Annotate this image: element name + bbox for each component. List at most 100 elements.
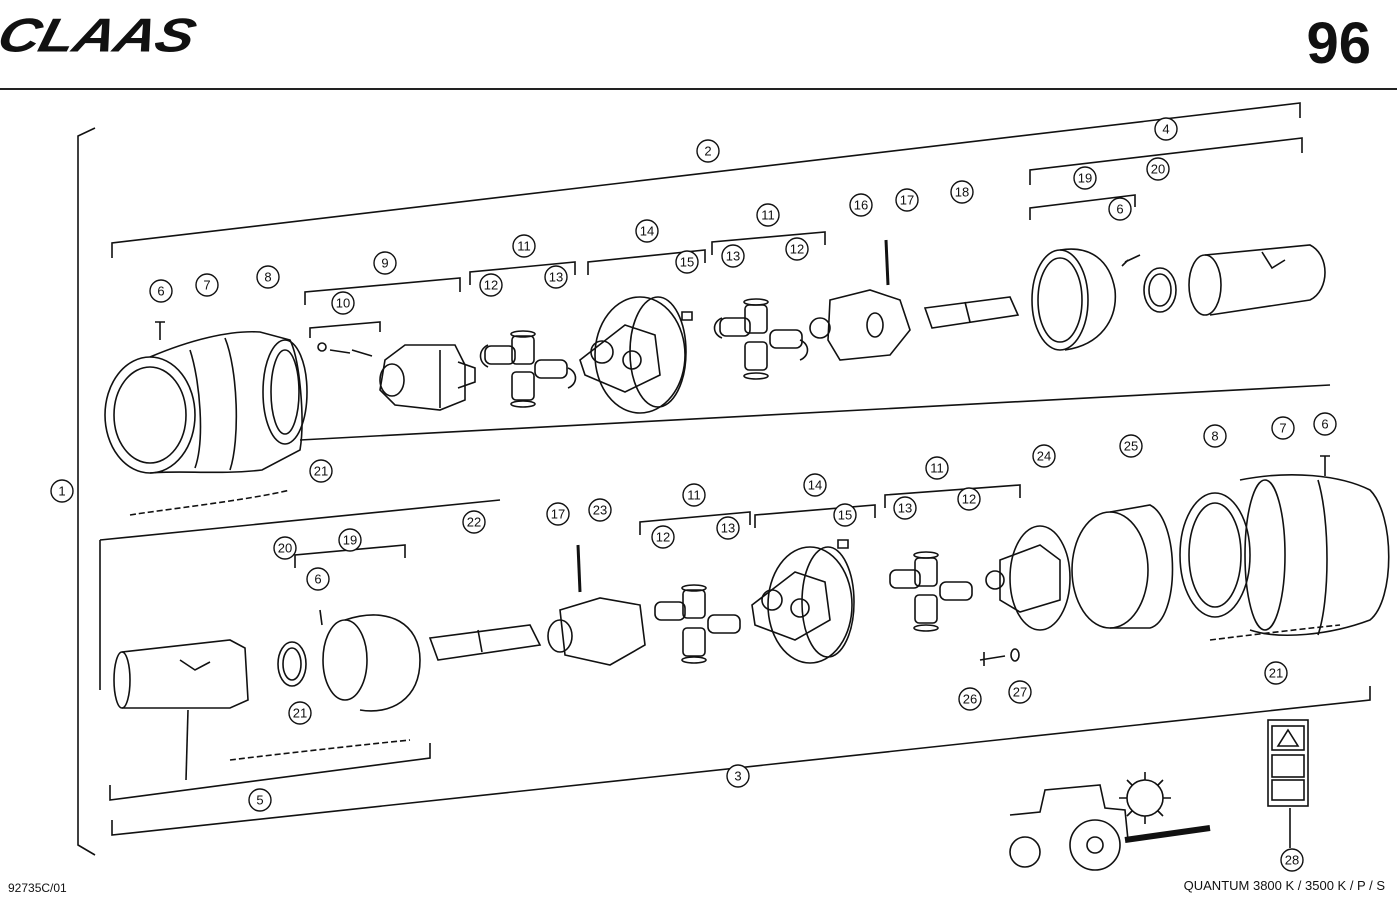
callout-label-c9: 9	[381, 256, 388, 271]
callout-circle-c13d	[893, 496, 917, 520]
callout-circle-c11b	[756, 203, 780, 227]
pin-17-upper	[884, 239, 890, 286]
callout-label-c21b: 21	[293, 706, 307, 721]
callout-circle-c11d	[925, 456, 949, 480]
callout-circle-c8a	[256, 265, 280, 289]
callout-label-c15a: 15	[680, 255, 694, 270]
bracket-group-11-a	[469, 261, 576, 285]
callout-label-c6c: 6	[314, 572, 321, 587]
grease-nipple-15-lower	[837, 539, 849, 549]
callout-label-c12c: 12	[656, 530, 670, 545]
page-number: 96	[1306, 11, 1371, 76]
bearing-ring-20-lower	[277, 641, 307, 687]
bearing-ring-20-upper	[1143, 267, 1177, 313]
callout-circle-c5	[248, 788, 272, 812]
callout-label-c17a: 17	[900, 193, 914, 208]
callout-label-c21c: 21	[1269, 666, 1283, 681]
bracket-group-11-c	[639, 511, 751, 535]
callout-label-c14a: 14	[640, 224, 654, 239]
callout-circle-c17b	[546, 502, 570, 526]
callout-circle-c3	[726, 764, 750, 788]
bracket-group-14-b	[754, 504, 876, 528]
bracket-assembly-4	[1029, 137, 1303, 185]
callout-circle-c10	[331, 291, 355, 315]
bracket-group-19-top	[1029, 194, 1136, 220]
callout-label-c12a: 12	[484, 278, 498, 293]
bracket-assembly-2	[111, 102, 1301, 258]
drawing-code: 92735C/01	[8, 881, 67, 895]
guard-19-upper	[1031, 248, 1117, 351]
callout-circle-c7b	[1271, 416, 1295, 440]
callout-label-c2: 2	[704, 144, 711, 159]
screw-6-top-left	[155, 321, 165, 340]
grease-nipple-15-upper	[681, 311, 693, 321]
callout-label-c10: 10	[336, 296, 350, 311]
circlip-13-upper-left	[567, 367, 577, 389]
callout-label-c6a: 6	[157, 284, 164, 299]
callout-circle-c17a	[895, 188, 919, 212]
callout-label-c15b: 15	[838, 508, 852, 523]
bracket-group-11-b	[711, 231, 826, 255]
callout-circle-c12c	[651, 525, 675, 549]
callout-label-c20a: 20	[1151, 162, 1165, 177]
cross-11-lower-right	[889, 551, 973, 632]
profile-tube-22	[428, 624, 542, 661]
callout-label-c25: 25	[1124, 439, 1138, 454]
callout-label-c16: 16	[854, 198, 868, 213]
callout-circle-c7a	[195, 273, 219, 297]
callout-circle-c12b	[785, 237, 809, 261]
callout-labels: 1234566667788910111111111212121213131313…	[50, 117, 1337, 872]
circlip-12-upper-left	[479, 344, 489, 368]
callout-circle-c15a	[675, 250, 699, 274]
circlip-12-upper-right	[799, 339, 809, 361]
header-divider	[0, 88, 1397, 90]
callout-label-c5: 5	[256, 793, 263, 808]
callout-circle-c18	[950, 180, 974, 204]
callout-label-c27: 27	[1013, 685, 1027, 700]
callout-label-c11d: 11	[930, 461, 944, 476]
callout-circle-c2	[696, 139, 720, 163]
cross-11-upper-left	[484, 330, 568, 408]
callout-circle-c26	[958, 687, 982, 711]
friction-clutch-14-upper	[579, 296, 687, 414]
callout-label-c6d: 6	[1321, 417, 1328, 432]
callout-label-c1: 1	[58, 484, 65, 499]
callout-circle-c12d	[957, 487, 981, 511]
callout-label-c7b: 7	[1279, 421, 1286, 436]
bracket-assembly-1	[77, 127, 96, 856]
circlip-13-upper-right	[713, 317, 723, 339]
callout-label-c26: 26	[963, 692, 977, 707]
leader-5	[185, 709, 189, 781]
callout-circle-c28	[1280, 848, 1304, 872]
guard-19-lower	[322, 614, 421, 712]
yoke-16	[809, 289, 911, 361]
callout-label-c13c: 13	[721, 521, 735, 536]
bracket-assembly-5	[109, 743, 431, 801]
callout-circle-c20a	[1146, 157, 1170, 181]
callout-label-c12b: 12	[790, 242, 804, 257]
callout-circle-c4	[1154, 117, 1178, 141]
callout-circle-c19b	[338, 528, 362, 552]
callout-label-c8a: 8	[264, 270, 271, 285]
callout-label-c13a: 13	[549, 270, 563, 285]
callout-circle-c15b	[833, 503, 857, 527]
callout-circle-c1	[50, 479, 74, 503]
callout-circle-c6b	[1108, 197, 1132, 221]
callout-label-c11c: 11	[687, 488, 701, 503]
callout-label-c7a: 7	[203, 278, 210, 293]
callout-circle-c13a	[544, 265, 568, 289]
callout-label-c21a: 21	[314, 464, 328, 479]
pto-shaft-icon	[1124, 825, 1211, 843]
callout-circle-c14b	[803, 473, 827, 497]
callout-circle-c21a	[309, 459, 333, 483]
callout-label-c19a: 19	[1078, 171, 1092, 186]
callout-label-c11b: 11	[761, 208, 775, 223]
screw-6-upper-right	[1121, 254, 1141, 267]
callout-circle-c25	[1119, 434, 1143, 458]
callout-label-c19b: 19	[343, 533, 357, 548]
cross-11-lower-left	[654, 584, 741, 664]
callout-label-c11a: 11	[517, 239, 531, 254]
callout-label-c12d: 12	[962, 492, 976, 507]
